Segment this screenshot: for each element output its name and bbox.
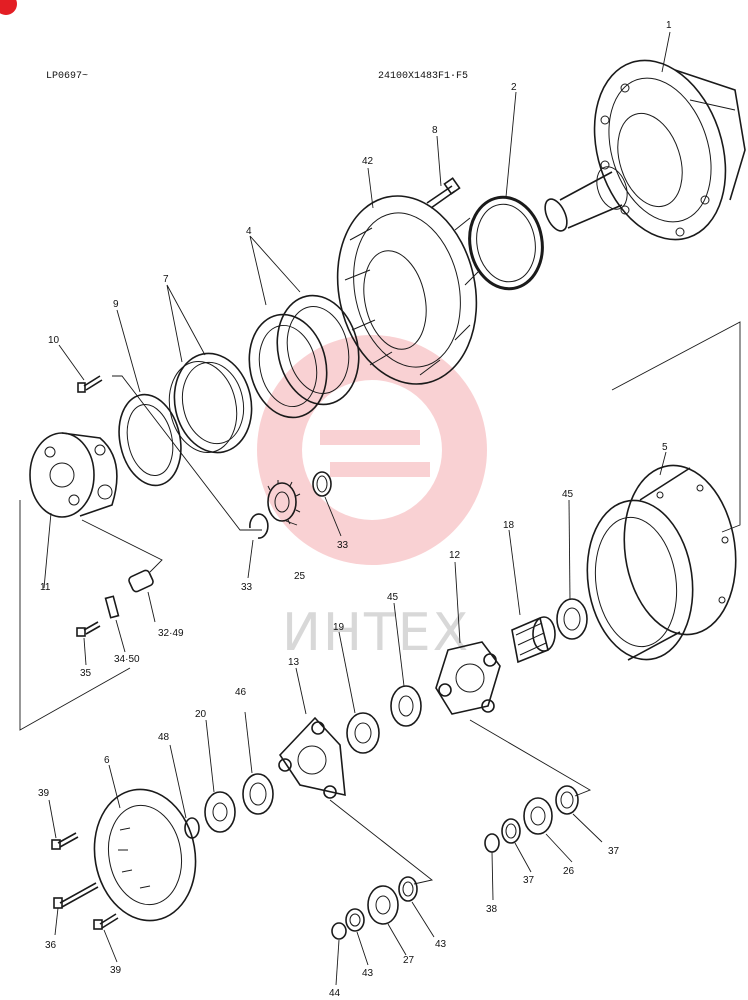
label-27: 27 xyxy=(403,955,415,966)
label-33-lower: 33 xyxy=(241,582,253,593)
label-39-lower: 39 xyxy=(110,965,122,976)
label-36: 36 xyxy=(45,940,57,951)
label-8: 8 xyxy=(432,125,438,136)
label-35: 35 xyxy=(80,668,92,679)
part-37-washer-left xyxy=(501,818,521,844)
label-10: 10 xyxy=(48,335,60,346)
part-26-gear xyxy=(523,797,553,835)
label-37-right: 37 xyxy=(608,846,620,857)
label-20: 20 xyxy=(195,709,207,720)
label-1: 1 xyxy=(666,20,672,31)
part-43-washer-right xyxy=(398,876,418,902)
part-8-bolt xyxy=(426,177,461,209)
leader-lines xyxy=(19,31,741,986)
part-2-floating-seal xyxy=(468,195,544,291)
label-33-upper: 33 xyxy=(337,540,349,551)
label-45-upper: 45 xyxy=(562,489,574,500)
label-48: 48 xyxy=(158,732,170,743)
label-34-50: 34·50 xyxy=(114,654,140,665)
part-4-bearings xyxy=(248,294,360,419)
label-43-left: 43 xyxy=(362,968,374,979)
label-42: 42 xyxy=(362,156,374,167)
part-7-shims xyxy=(168,352,253,454)
part-27-gear xyxy=(367,885,399,925)
label-43-right: 43 xyxy=(435,939,447,950)
label-26: 26 xyxy=(563,866,575,877)
part-38-ring xyxy=(484,833,500,853)
label-12: 12 xyxy=(449,550,461,561)
label-19: 19 xyxy=(333,622,345,633)
part-32-pin xyxy=(128,569,154,593)
label-5: 5 xyxy=(662,442,668,453)
part-20-gear xyxy=(204,791,236,833)
label-13: 13 xyxy=(288,657,300,668)
label-4: 4 xyxy=(246,226,252,237)
part-labels: 1 2 4 5 6 7 8 9 10 11 12 13 18 19 20 25 … xyxy=(38,20,672,999)
part-36-bolt xyxy=(53,882,99,909)
part-45-washer-lower xyxy=(390,685,422,727)
part-34-plate xyxy=(104,595,120,619)
part-33-ring-upper xyxy=(312,471,332,497)
part-5-ring-gear-housing xyxy=(586,464,737,661)
label-46: 46 xyxy=(235,687,247,698)
label-6: 6 xyxy=(104,755,110,766)
label-9: 9 xyxy=(113,299,119,310)
label-18: 18 xyxy=(503,520,515,531)
part-33-snap-ring xyxy=(249,513,269,539)
part-44-ring xyxy=(331,922,347,940)
label-45-lower: 45 xyxy=(387,592,399,603)
part-46-washer xyxy=(242,773,274,815)
part-12-planet-carrier xyxy=(435,641,501,715)
label-39-upper: 39 xyxy=(38,788,50,799)
label-32-49: 32·49 xyxy=(158,628,184,639)
label-44: 44 xyxy=(329,988,341,999)
part-18-sun-gear xyxy=(511,616,556,664)
part-19-gear xyxy=(346,712,380,754)
part-11-carrier xyxy=(29,432,118,518)
watermark-text: ИНТЕХ xyxy=(282,603,470,663)
part-25-gear xyxy=(267,480,301,525)
part-43-washer-left xyxy=(345,908,365,932)
label-2: 2 xyxy=(511,82,517,93)
drawing-code-right: 24100X1483F1·F5 xyxy=(378,71,468,82)
part-45-thrust-washer xyxy=(556,598,588,640)
part-9-ring-plate xyxy=(118,393,182,487)
part-6-cover xyxy=(93,788,197,922)
label-37-left: 37 xyxy=(523,875,535,886)
label-7: 7 xyxy=(163,274,169,285)
part-37-washer-right xyxy=(555,785,579,815)
part-13-carrier xyxy=(278,716,346,799)
corner-marker-icon xyxy=(0,0,17,15)
part-35-bolt xyxy=(76,621,101,637)
drawing-code-left: LP0697~ xyxy=(46,71,88,82)
part-39-plug-upper xyxy=(51,832,79,850)
part-39-plug-lower xyxy=(93,913,119,930)
label-38: 38 xyxy=(486,904,498,915)
part-42-hub xyxy=(336,195,479,385)
part-10-screw xyxy=(77,375,103,393)
label-11: 11 xyxy=(40,582,51,593)
part-1-motor-housing xyxy=(544,59,746,241)
label-25: 25 xyxy=(294,571,306,582)
